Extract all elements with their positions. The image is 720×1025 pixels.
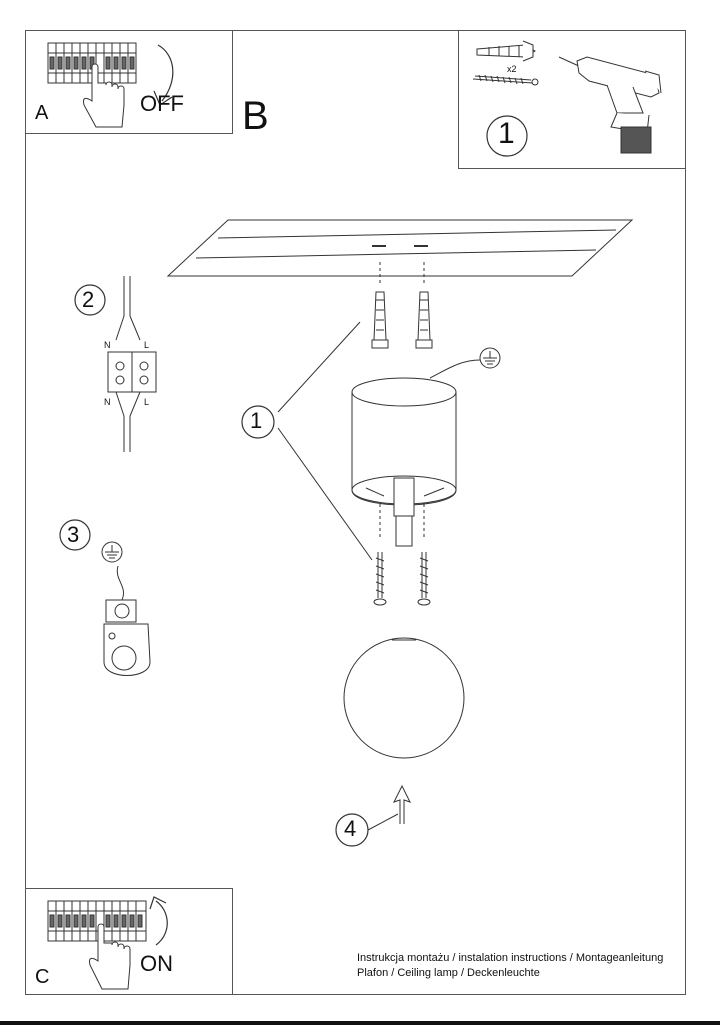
wall-plug-icon xyxy=(415,291,433,349)
circuit-breaker-icon xyxy=(47,42,137,84)
breaker-off-illustration xyxy=(47,42,174,128)
step-4-number: 4 xyxy=(344,816,357,841)
ground-symbol-icon xyxy=(101,541,123,563)
terminal-label-l-bottom: L xyxy=(144,397,150,407)
step-2-badge xyxy=(74,284,106,316)
curved-arrow-up-icon xyxy=(149,896,168,946)
breaker-on-illustration xyxy=(47,896,168,990)
step-3-number: 3 xyxy=(67,522,80,547)
step-2-number: 2 xyxy=(82,287,95,312)
hand-icon xyxy=(89,923,131,990)
page-bottom-rule xyxy=(0,1021,720,1025)
drill-icon xyxy=(558,56,662,154)
quantity-label: x2 xyxy=(507,64,517,74)
panel-a-letter: A xyxy=(35,102,49,124)
panel-c-letter: C xyxy=(35,966,50,988)
globe-shade xyxy=(343,637,465,759)
off-label: OFF xyxy=(140,91,184,116)
circuit-breaker-icon xyxy=(47,900,147,942)
terminal-block-wiring xyxy=(107,276,157,452)
wall-plug-icon xyxy=(371,291,389,349)
footer-title-line-1: Instrukcja montażu / instalation instruc… xyxy=(357,952,664,964)
step-1-number: 1 xyxy=(250,408,263,433)
instruction-frame xyxy=(25,30,686,995)
panel-c-power-on: C ON xyxy=(25,888,233,995)
section-b-letter: B xyxy=(242,94,269,138)
panel-a-power-off: A OFF xyxy=(25,30,233,134)
tools-illustration xyxy=(472,40,662,157)
ground-terminal xyxy=(103,565,151,676)
hand-icon xyxy=(83,63,125,128)
tools-step-badge xyxy=(486,115,528,157)
terminal-label-n-top: N xyxy=(104,340,111,350)
terminal-label-n-bottom: N xyxy=(104,397,111,407)
terminal-label-l-top: L xyxy=(144,340,150,350)
tools-panel: x2 1 xyxy=(458,30,686,169)
step-1-leaders xyxy=(277,321,373,561)
ground-symbol-icon xyxy=(429,347,501,379)
step-4-badge xyxy=(335,813,369,847)
arrow-up-icon xyxy=(393,784,411,824)
step-1-badge xyxy=(241,405,275,439)
step-4-leader xyxy=(367,813,399,831)
lamp-canopy xyxy=(351,377,457,547)
on-label: ON xyxy=(140,951,173,976)
tools-step-number: 1 xyxy=(498,117,515,150)
ceiling-plate xyxy=(166,219,634,286)
screw-icon xyxy=(373,552,387,606)
screw-icon xyxy=(472,74,539,86)
screw-icon xyxy=(417,552,431,606)
footer-title-line-2: Plafon / Ceiling lamp / Deckenleuchte xyxy=(357,967,540,979)
curved-arrow-down-icon xyxy=(153,44,174,106)
step-3-badge xyxy=(59,519,91,551)
wall-plug-icon xyxy=(476,40,536,62)
